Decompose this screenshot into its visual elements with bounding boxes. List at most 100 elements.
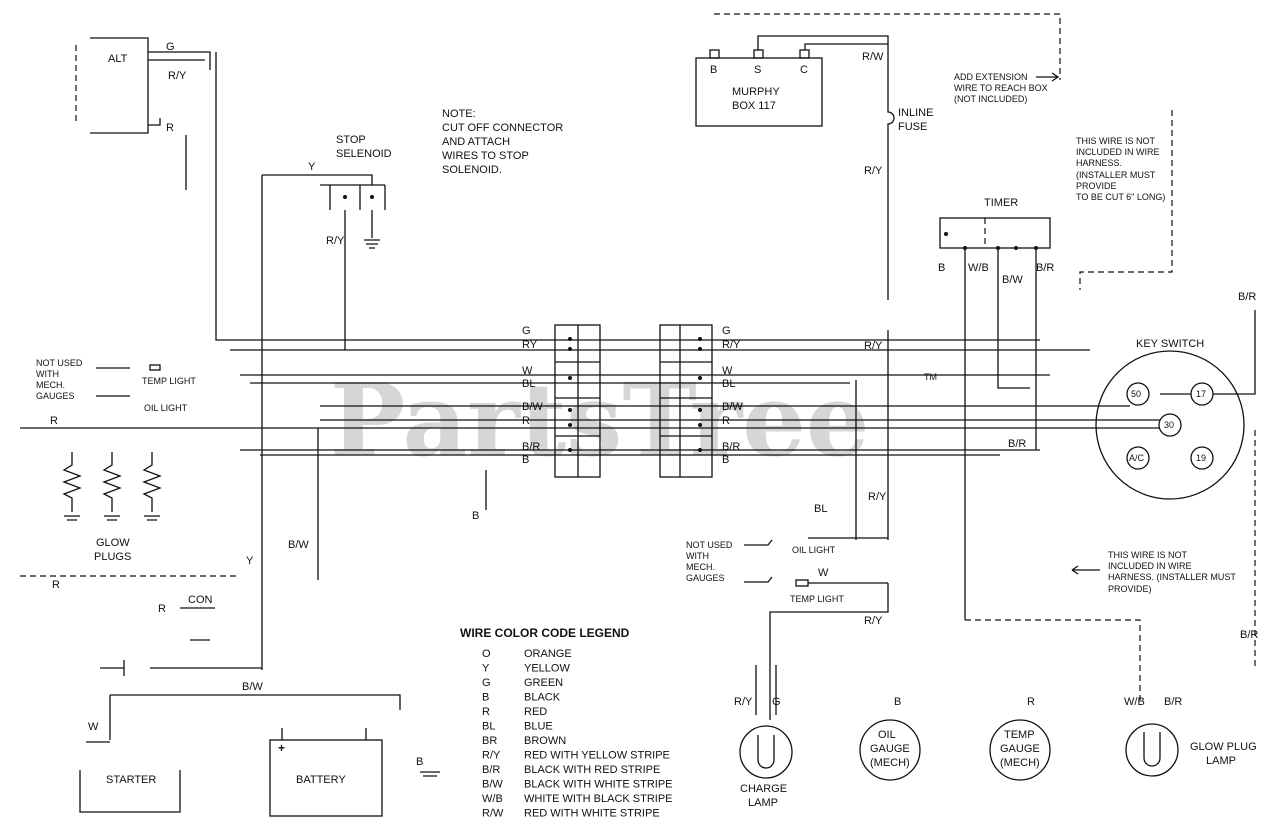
key-term-30: 30	[1164, 420, 1174, 430]
legend-code-2: G	[482, 677, 491, 689]
not-used-mid-3: MECH.	[686, 562, 715, 572]
murphy-label-2: BOX 117	[732, 100, 776, 112]
charge-lamp-g: G	[772, 696, 781, 708]
timer-wire-wb: W/B	[968, 262, 989, 274]
con-label: CON	[188, 594, 213, 606]
not-used-mid-1: NOT USED	[686, 540, 733, 550]
wire-label-bw-left: B/W	[288, 539, 309, 551]
legend-name-8: BLACK WITH RED STRIPE	[524, 764, 660, 776]
harness-top-1: THIS WIRE IS NOT	[1076, 136, 1156, 146]
timer: TIMER	[939, 197, 1051, 620]
timer-wire-bw: B/W	[1002, 274, 1023, 286]
inline-fuse-label-1: INLINE	[898, 107, 933, 119]
harness-bottom-3: HARNESS. (INSTALLER MUST	[1108, 572, 1236, 582]
wire-label-y-solenoid: Y	[308, 161, 316, 173]
harness-br-right: B/R	[722, 441, 740, 453]
charge-lamp-ry: R/Y	[734, 696, 753, 708]
wire-label-w-starter: W	[88, 721, 99, 733]
not-used-mid-2: WITH	[686, 551, 709, 561]
key-term-ac: A/C	[1129, 453, 1145, 463]
wire-label-br-harness: B/R	[1008, 438, 1026, 450]
legend-code-3: B	[482, 692, 489, 704]
timer-wire-br: B/R	[1036, 262, 1054, 274]
legend-code-7: R/Y	[482, 750, 501, 762]
wire-label-ry-harness: R/Y	[864, 340, 883, 352]
charge-lamp-label-1: CHARGE	[740, 783, 787, 795]
wire-label-ry-fuse: R/Y	[864, 165, 883, 177]
wire-label-w-mid: W	[818, 567, 829, 579]
wire-label-rw: R/W	[862, 51, 884, 63]
wire-label-bw-battery: B/W	[242, 681, 263, 693]
legend-code-6: BR	[482, 735, 497, 747]
wire-label-br-lower: B/R	[1240, 629, 1258, 641]
mid-indicator-lights: NOT USED WITH MECH. GAUGES BL OIL LIGHT …	[686, 503, 889, 720]
legend-name-4: RED	[524, 706, 547, 718]
not-used-left-1: NOT USED	[36, 358, 83, 368]
temp-gauge-label-2: GAUGE	[1000, 743, 1040, 755]
glow-lamp-wb: W/B	[1124, 696, 1145, 708]
legend-code-10: W/B	[482, 793, 503, 805]
note-line-4: WIRES TO STOP	[442, 150, 529, 162]
wire-label-ry-mid: R/Y	[868, 491, 887, 503]
starter-label: STARTER	[106, 774, 156, 786]
wire-label-bl-mid: BL	[814, 503, 827, 515]
harness-ry-right: R/Y	[722, 339, 741, 351]
wire-label-br-key: B/R	[1238, 291, 1256, 303]
glow-plugs-label-2: PLUGS	[94, 551, 131, 563]
harness-note-top: THIS WIRE IS NOT INCLUDED IN WIRE HARNES…	[1076, 110, 1173, 290]
harness-b-left: B	[522, 454, 529, 466]
stop-solenoid-label-1: STOP	[336, 134, 366, 146]
harness-note-bottom: THIS WIRE IS NOT INCLUDED IN WIRE HARNES…	[965, 550, 1236, 700]
harness-top-4: (INSTALLER MUST	[1076, 170, 1156, 180]
temp-gauge-label-1: TEMP	[1004, 729, 1035, 741]
wire-label-r-con: R	[158, 603, 166, 615]
murphy-label-1: MURPHY	[732, 86, 780, 98]
wire-label-y-lower: Y	[246, 555, 254, 567]
key-term-19: 19	[1196, 453, 1206, 463]
left-indicator-lights: NOT USED WITH MECH. GAUGES TEMP LIGHT OI…	[36, 358, 196, 413]
legend-name-6: BROWN	[524, 735, 566, 747]
note-line-1: NOTE:	[442, 108, 476, 120]
glow-lamp-br: B/R	[1164, 696, 1182, 708]
stop-solenoid-label-2: SELENOID	[336, 148, 392, 160]
not-used-left-2: WITH	[36, 369, 59, 379]
note-line-3: AND ATTACH	[442, 136, 510, 148]
legend-name-11: RED WITH WHITE STRIPE	[524, 808, 660, 820]
stop-solenoid: STOP SELENOID	[261, 134, 392, 670]
legend-code-8: B/R	[482, 764, 500, 776]
inline-fuse-label-2: FUSE	[898, 121, 927, 133]
key-term-50: 50	[1131, 389, 1141, 399]
harness-br-left: B/R	[522, 441, 540, 453]
note-line-2: CUT OFF CONNECTOR	[442, 122, 563, 134]
harness-ry-left: RY	[522, 339, 538, 351]
extension-note-3: (NOT INCLUDED)	[954, 94, 1027, 104]
harness-bw-right: B/W	[722, 401, 743, 413]
harness-w-right: W	[722, 365, 733, 377]
harness-top-5: PROVIDE	[1076, 181, 1117, 191]
harness-g-left: G	[522, 325, 531, 337]
harness-bl-right: BL	[722, 378, 735, 390]
harness-top-3: HARNESS.	[1076, 158, 1122, 168]
extension-note-2: WIRE TO REACH BOX	[954, 83, 1048, 93]
glow-lamp-label-2: LAMP	[1206, 755, 1236, 767]
connector-note: NOTE: CUT OFF CONNECTOR AND ATTACH WIRES…	[442, 108, 563, 176]
legend-name-9: BLACK WITH WHITE STRIPE	[524, 779, 673, 791]
murphy-term-c: C	[800, 64, 808, 76]
harness-bl-left: BL	[522, 378, 535, 390]
not-used-left-3: MECH.	[36, 380, 65, 390]
temp-gauge-label-3: (MECH)	[1000, 757, 1040, 769]
legend-name-3: BLACK	[524, 692, 561, 704]
harness-g-right: G	[722, 325, 731, 337]
glow-lamp-label-1: GLOW PLUG	[1190, 741, 1257, 753]
alt-label: ALT	[108, 53, 128, 65]
wire-label-r-left: R	[50, 415, 58, 427]
temp-gauge: R TEMP GAUGE (MECH)	[989, 696, 1051, 781]
temp-light-mid: TEMP LIGHT	[790, 594, 844, 604]
legend-name-1: YELLOW	[524, 663, 570, 675]
glow-plugs: GLOW PLUGS	[62, 452, 162, 563]
legend-code-9: B/W	[482, 779, 503, 791]
legend-name-2: GREEN	[524, 677, 563, 689]
charge-lamp-label-2: LAMP	[748, 797, 778, 809]
